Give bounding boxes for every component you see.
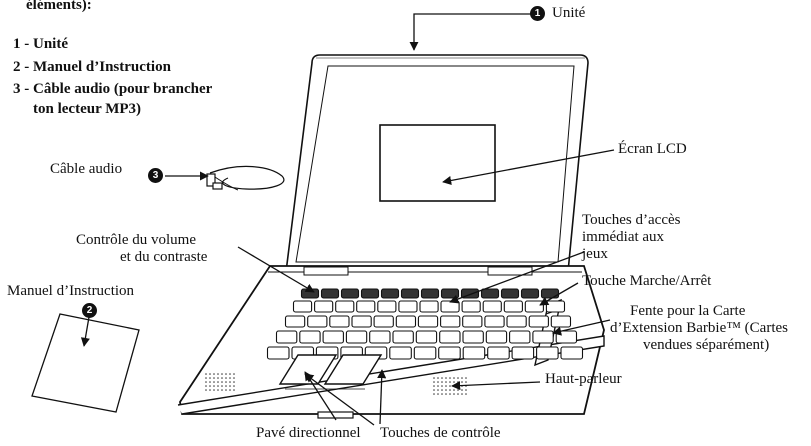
keyboard-key xyxy=(329,315,350,328)
label-unit: Unité xyxy=(552,5,586,21)
keyboard-key xyxy=(462,315,483,328)
hinge-left xyxy=(303,266,349,276)
badge-cable: 3 xyxy=(148,168,163,183)
keyboard-key xyxy=(398,300,418,313)
game-access-key xyxy=(520,288,540,299)
keyboard-key xyxy=(356,300,376,313)
keyboard-key xyxy=(555,330,578,344)
keyboard-key xyxy=(266,346,290,360)
keyboard-key xyxy=(545,300,566,313)
keyboard-key xyxy=(440,315,461,328)
label-slot-line1: Fente pour la Carte xyxy=(630,303,746,319)
game-access-key xyxy=(380,288,400,299)
label-manual: Manuel d’Instruction xyxy=(7,283,135,299)
keyboard-key xyxy=(487,346,510,360)
intro-fragment: éléments): xyxy=(26,0,92,13)
keyboard-key xyxy=(275,330,298,344)
label-screen: Écran LCD xyxy=(618,141,687,157)
keyboard-key xyxy=(438,346,461,360)
label-speaker: Haut-parleur xyxy=(545,371,622,387)
keyboard-key xyxy=(550,315,572,328)
label-volume-line2: et du contraste xyxy=(120,249,208,265)
speaker-left-grill xyxy=(205,372,237,392)
keyboard-key xyxy=(415,330,438,344)
keyboard-key xyxy=(292,300,313,313)
keyboard-key xyxy=(524,300,544,313)
keyboard-key xyxy=(299,330,321,344)
keyboard-key xyxy=(395,315,417,328)
label-gamekeys-line3: jeux xyxy=(582,246,608,262)
badge-manual: 2 xyxy=(82,303,97,318)
keyboard-key xyxy=(351,315,372,328)
keyboard-key xyxy=(389,346,412,360)
contents-item-3: 3 - Câble audio (pour brancher xyxy=(13,81,213,97)
front-latch xyxy=(317,411,354,419)
label-gamekeys-line2: immédiat aux xyxy=(582,229,665,245)
keyboard-key xyxy=(560,346,584,360)
keyboard-key xyxy=(485,330,508,344)
keyboard-key xyxy=(369,330,391,344)
contents-item-2: 2 - Manuel d’Instruction xyxy=(13,59,171,75)
keyboard-key xyxy=(307,315,328,328)
keyboard xyxy=(266,288,584,360)
keyboard-key xyxy=(484,315,505,328)
label-slot-line2: d’Extension Barbie™ (Cartes xyxy=(610,320,788,336)
game-access-key xyxy=(320,288,340,299)
label-dpad: Pavé directionnel xyxy=(256,425,361,441)
keyboard-key xyxy=(462,330,484,344)
game-access-key xyxy=(420,288,440,299)
label-gamekeys-line1: Touches d’accès xyxy=(582,212,681,228)
keyboard-key xyxy=(314,300,334,313)
keyboard-key xyxy=(509,330,531,344)
keyboard-key xyxy=(462,346,486,360)
keyboard-key xyxy=(377,300,397,313)
keyboard-key xyxy=(528,315,549,328)
game-access-key xyxy=(360,288,380,299)
keyboard-key xyxy=(373,315,394,328)
keyboard-key xyxy=(506,315,527,328)
keyboard-key xyxy=(419,300,439,313)
keyboard-key xyxy=(511,346,535,360)
audio-cable-drawing xyxy=(206,165,285,191)
manual-sheet xyxy=(31,313,140,413)
keyboard-key xyxy=(417,315,439,328)
game-access-key xyxy=(340,288,360,299)
keyboard-key xyxy=(503,300,523,313)
label-power: Touche Marche/Arrêt xyxy=(582,273,712,289)
keyboard-key xyxy=(439,330,461,344)
game-access-key xyxy=(480,288,500,299)
label-volume-line1: Contrôle du volume xyxy=(76,232,196,248)
game-access-key xyxy=(500,288,520,299)
keyboard-key xyxy=(345,330,368,344)
keyboard-key xyxy=(322,330,344,344)
label-slot-line3: vendues séparément) xyxy=(643,337,770,353)
game-access-key xyxy=(400,288,420,299)
label-cable: Câble audio xyxy=(50,161,123,177)
keyboard-key xyxy=(532,330,554,344)
keyboard-key xyxy=(461,300,481,313)
game-access-key xyxy=(440,288,460,299)
keyboard-key xyxy=(482,300,502,313)
contents-item-3-cont: ton lecteur MP3) xyxy=(33,101,142,117)
keyboard-key xyxy=(284,315,306,328)
keyboard-key xyxy=(536,346,559,360)
lcd-screen xyxy=(379,124,496,202)
contents-item-1: 1 - Unité xyxy=(13,36,68,52)
badge-unit: 1 xyxy=(530,6,545,21)
label-controlkeys: Touches de contrôle xyxy=(380,425,501,441)
keyboard-key xyxy=(335,300,355,313)
touchpad-area xyxy=(278,354,383,390)
keyboard-key xyxy=(440,300,460,313)
keyboard-key xyxy=(392,330,414,344)
game-access-key xyxy=(540,288,560,299)
keyboard-key xyxy=(413,346,437,360)
speaker-right-grill xyxy=(432,376,468,396)
